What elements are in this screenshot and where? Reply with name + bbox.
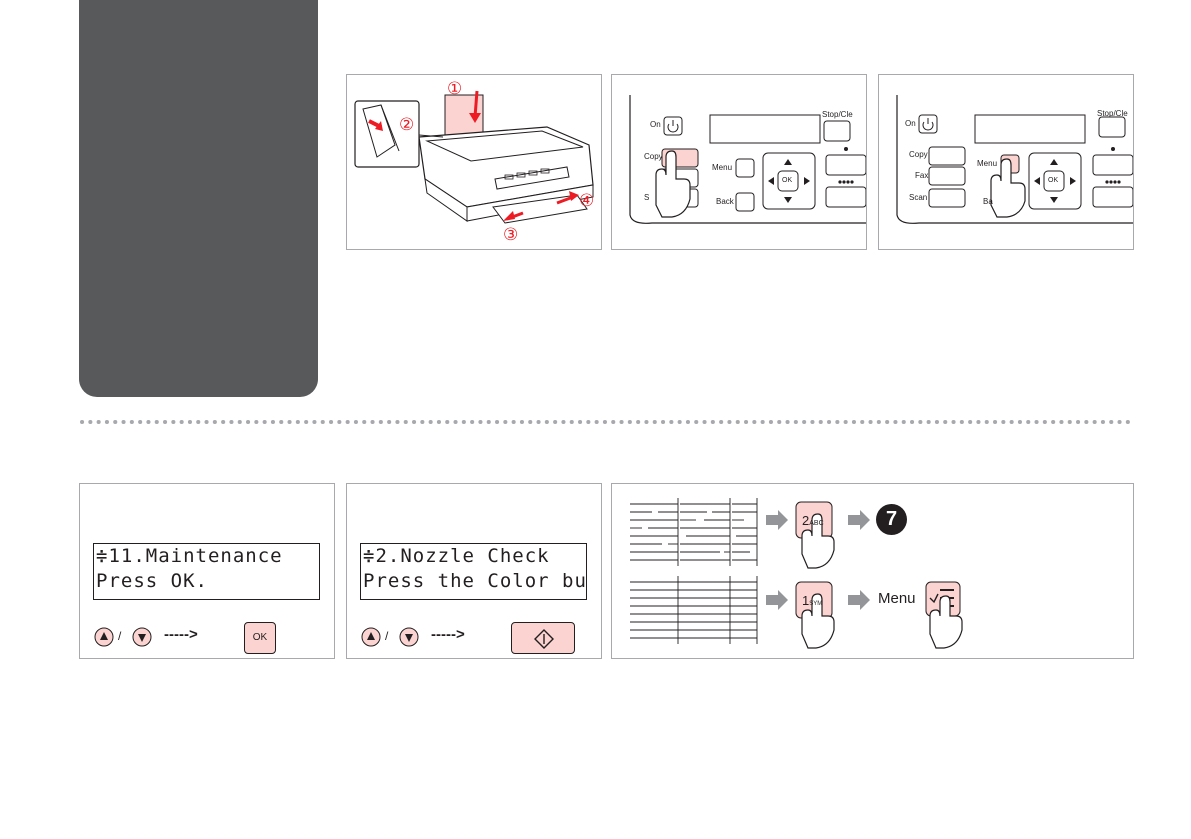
up-arrow-icon bbox=[100, 632, 108, 640]
paper-load-illustration: ① ② ③ ④ bbox=[346, 74, 602, 250]
stop-label: Stop/Cle bbox=[822, 110, 853, 119]
menu-label: Menu bbox=[878, 590, 916, 607]
copy-label: Copy bbox=[644, 152, 663, 161]
hand-icon bbox=[929, 595, 963, 649]
key-1-label: 1SYM bbox=[802, 593, 823, 608]
scan-label: S bbox=[644, 193, 650, 202]
separator: / bbox=[118, 629, 122, 643]
step-1-marker: ① bbox=[447, 79, 463, 98]
fax-label: Fax bbox=[915, 171, 929, 180]
scroll-arrows-icon: ≑ bbox=[96, 545, 109, 567]
on-label: On bbox=[905, 119, 916, 128]
arrow-right-icon bbox=[766, 510, 788, 530]
ok-label: OK bbox=[782, 177, 793, 184]
maintenance-step-panel: ≑11.Maintenance Press OK. / -----> OK bbox=[79, 483, 335, 659]
arrow-right-icon bbox=[848, 590, 870, 610]
stop-label: Stop/Cle bbox=[1097, 109, 1128, 118]
separator: / bbox=[385, 629, 389, 643]
down-arrow-icon bbox=[138, 634, 146, 642]
back-label: Back bbox=[716, 197, 734, 206]
scroll-arrows-icon: ≑ bbox=[363, 545, 376, 567]
control-panel-copy-illustration: On Stop/Cle Copy Menu Back OK S bbox=[611, 74, 867, 250]
step-4-marker: ④ bbox=[579, 191, 595, 210]
nozzle-check-step-panel: ≑2.Nozzle Check Press the Color bu / ---… bbox=[346, 483, 602, 659]
lcd-line-2: Press the Color bu bbox=[363, 570, 587, 592]
printer-drawing bbox=[354, 90, 594, 224]
key-2-label: 2ABC bbox=[802, 513, 824, 528]
copy-label: Copy bbox=[909, 150, 928, 159]
section-divider bbox=[80, 420, 1135, 424]
ok-label: OK bbox=[1048, 177, 1059, 184]
scan-label: Scan bbox=[909, 193, 928, 202]
arrow-right-icon bbox=[766, 590, 788, 610]
lcd-display: ≑11.Maintenance Press OK. bbox=[93, 543, 320, 600]
good-pattern bbox=[630, 576, 758, 644]
start-diamond-icon bbox=[534, 629, 554, 649]
flow-arrow: -----> bbox=[431, 626, 465, 643]
color-start-button[interactable] bbox=[511, 622, 575, 654]
menu-label: Menu bbox=[712, 163, 733, 172]
ok-button[interactable]: OK bbox=[244, 622, 276, 654]
lcd-line-1: 11.Maintenance bbox=[108, 545, 283, 567]
step-7-reference[interactable]: 7 bbox=[876, 504, 907, 535]
back-label: Ba bbox=[983, 197, 993, 206]
control-panel-menu-illustration: On Stop/Cle Copy Fax Scan Menu Ba OK bbox=[878, 74, 1134, 250]
lcd-line-1: 2.Nozzle Check bbox=[375, 545, 550, 567]
step-3-marker: ③ bbox=[503, 225, 519, 244]
defective-pattern bbox=[630, 498, 758, 566]
lcd-line-2: Press OK. bbox=[96, 570, 208, 592]
arrow-right-icon bbox=[848, 510, 870, 530]
step-2-marker: ② bbox=[399, 115, 415, 134]
nozzle-pattern-results-panel: 2ABC 1SYM 7 Menu bbox=[611, 483, 1134, 659]
hand-icon bbox=[801, 593, 835, 649]
lcd-display: ≑2.Nozzle Check Press the Color bu bbox=[360, 543, 587, 600]
section-tab bbox=[79, 0, 318, 397]
hand-icon bbox=[801, 513, 835, 569]
menu-label: Menu bbox=[977, 159, 998, 168]
flow-arrow: -----> bbox=[164, 626, 198, 643]
on-label: On bbox=[650, 120, 661, 129]
